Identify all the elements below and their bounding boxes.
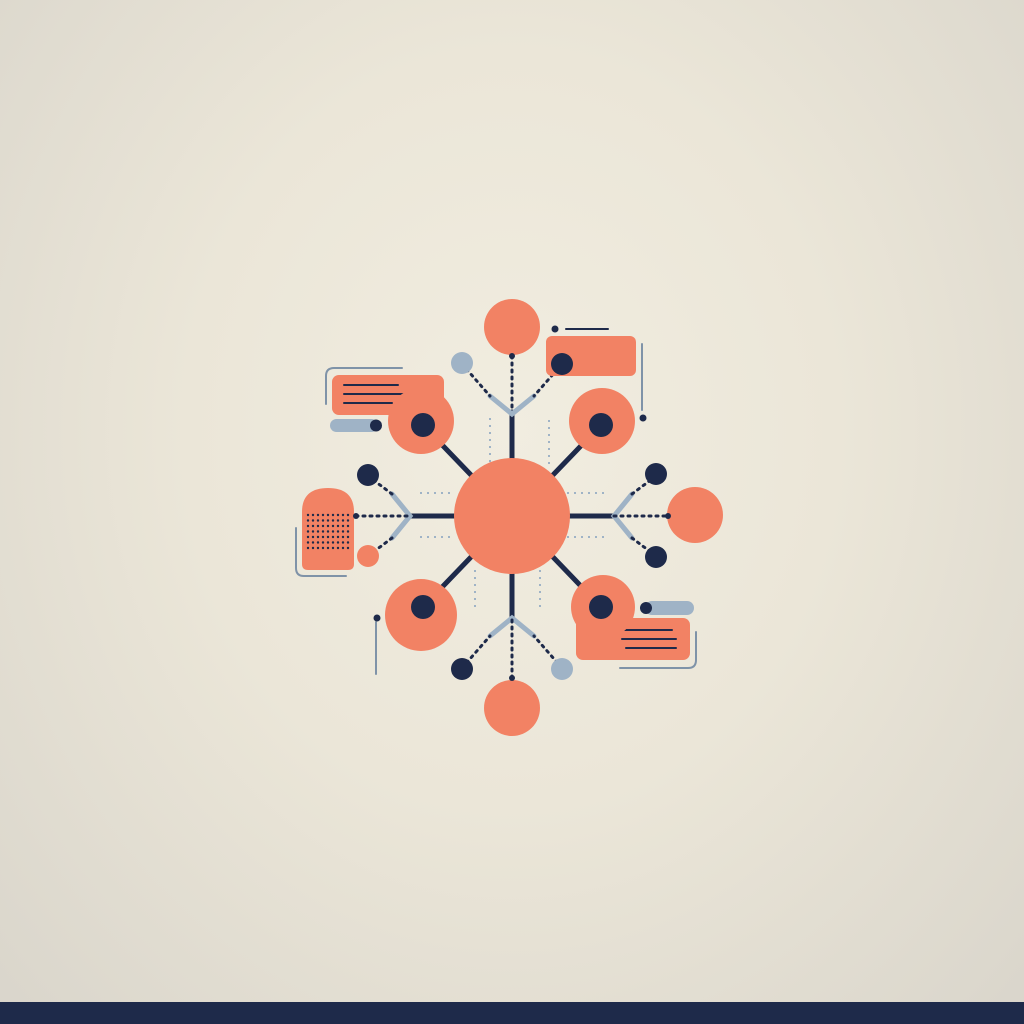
grid-dot bbox=[346, 524, 350, 528]
grid-dot bbox=[346, 541, 350, 544]
grid-dot bbox=[306, 519, 310, 522]
grid-dot bbox=[306, 513, 310, 517]
grid-dot bbox=[326, 513, 330, 517]
grid-dot bbox=[346, 535, 350, 539]
grid-dot bbox=[331, 530, 335, 533]
grid-dot bbox=[341, 546, 345, 550]
grid-dot bbox=[341, 519, 345, 522]
outline-brackets bbox=[295, 328, 697, 675]
node-right bbox=[667, 487, 723, 543]
node-small-left bbox=[357, 545, 379, 567]
grid-dots bbox=[306, 513, 350, 550]
navy-dots bbox=[353, 325, 671, 681]
steel-blue-dots bbox=[451, 352, 573, 680]
grid-dot bbox=[311, 513, 315, 517]
grid-dot bbox=[326, 519, 330, 522]
grid-dot bbox=[326, 535, 330, 539]
grid-dot bbox=[321, 546, 325, 550]
grid-dot bbox=[346, 530, 350, 533]
grid-dot bbox=[306, 546, 310, 550]
grid-dot bbox=[336, 541, 340, 544]
dotted-grid-card bbox=[302, 488, 354, 570]
grid-dot bbox=[311, 546, 315, 550]
grid-dot bbox=[341, 530, 345, 533]
grid-dot bbox=[321, 524, 325, 528]
grid-dot bbox=[326, 524, 330, 528]
grid-dot bbox=[336, 546, 340, 550]
grid-dot bbox=[316, 546, 320, 550]
grid-dot bbox=[321, 519, 325, 522]
grid-dot bbox=[326, 546, 330, 550]
node-bottom bbox=[484, 680, 540, 736]
hub-node bbox=[454, 458, 570, 574]
grid-dot bbox=[336, 535, 340, 539]
grid-dot bbox=[306, 535, 310, 539]
grid-dot bbox=[346, 546, 350, 550]
grid-dot bbox=[341, 513, 345, 517]
grid-dot bbox=[331, 519, 335, 522]
grid-dot bbox=[316, 541, 320, 544]
pill-bottom-right bbox=[640, 601, 694, 615]
grid-dot bbox=[316, 530, 320, 533]
dotted-connectors bbox=[354, 354, 670, 680]
grid-dot bbox=[321, 541, 325, 544]
grid-dot bbox=[321, 530, 325, 533]
grid-dot bbox=[326, 541, 330, 544]
grid-dot bbox=[336, 519, 340, 522]
grid-dot bbox=[316, 524, 320, 528]
grid-dot bbox=[311, 519, 315, 522]
grid-dot bbox=[331, 535, 335, 539]
grid-dot bbox=[306, 541, 310, 544]
grid-dot bbox=[321, 535, 325, 539]
grid-dot bbox=[341, 535, 345, 539]
grid-dot bbox=[311, 524, 315, 528]
bottom-bar bbox=[0, 1002, 1024, 1024]
grid-dot bbox=[341, 541, 345, 544]
dotted-guide-lines bbox=[420, 418, 604, 612]
grid-dot bbox=[311, 530, 315, 533]
grid-dot bbox=[336, 524, 340, 528]
grid-dot bbox=[331, 541, 335, 544]
pill-top-left bbox=[330, 419, 382, 432]
grid-dot bbox=[331, 513, 335, 517]
grid-dot bbox=[326, 530, 330, 533]
grid-dot bbox=[311, 541, 315, 544]
grid-dot bbox=[316, 535, 320, 539]
node-top bbox=[484, 299, 540, 355]
grid-dot bbox=[306, 530, 310, 533]
grid-dot bbox=[316, 519, 320, 522]
grid-dot bbox=[321, 513, 325, 517]
grid-dot bbox=[311, 535, 315, 539]
grid-dot bbox=[331, 524, 335, 528]
grid-dot bbox=[346, 519, 350, 522]
grid-dot bbox=[336, 513, 340, 517]
grid-dot bbox=[336, 530, 340, 533]
grid-dot bbox=[316, 513, 320, 517]
grid-dot bbox=[346, 513, 350, 517]
grid-dot bbox=[331, 546, 335, 550]
grid-dot bbox=[306, 524, 310, 528]
grid-dot bbox=[341, 524, 345, 528]
